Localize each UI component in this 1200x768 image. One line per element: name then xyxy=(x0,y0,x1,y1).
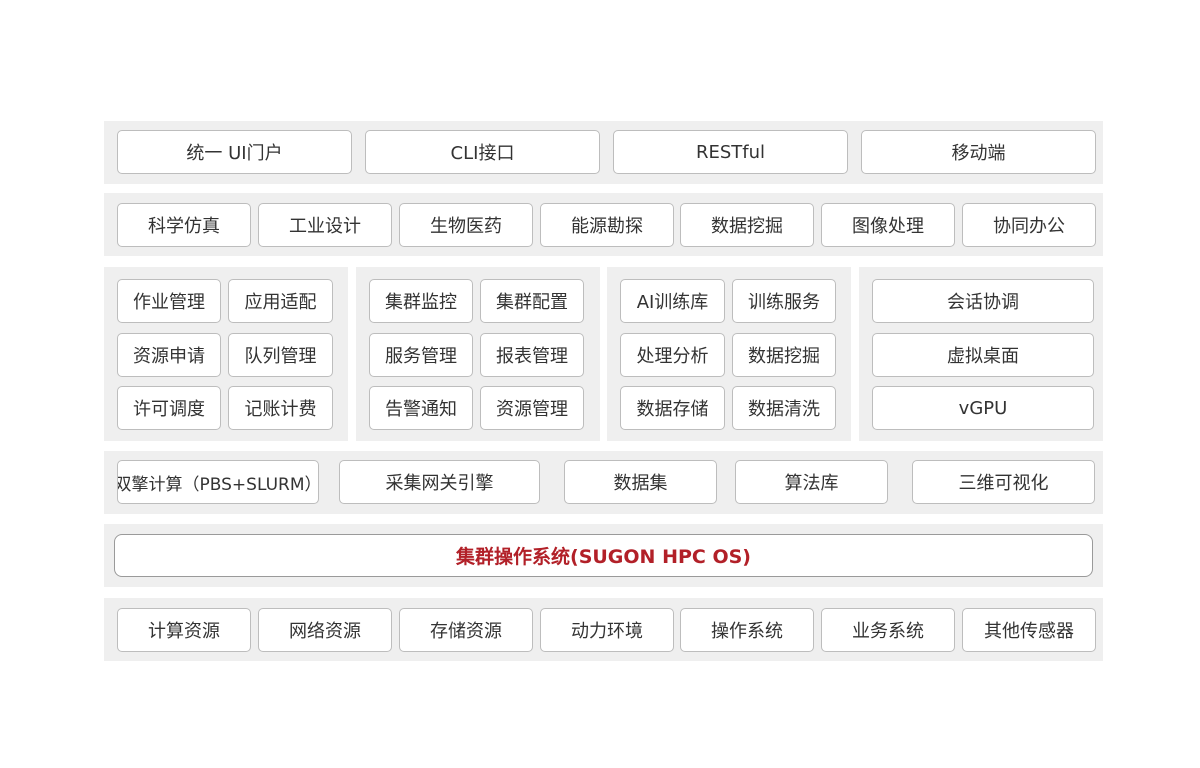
module-item: 应用适配 xyxy=(228,279,333,323)
app-item: 协同办公 xyxy=(962,203,1096,247)
module-item: 服务管理 xyxy=(369,333,473,377)
app-item: 数据挖掘 xyxy=(680,203,814,247)
module-item: 训练服务 xyxy=(732,279,836,323)
module-item: 数据清洗 xyxy=(732,386,836,430)
app-item: 能源勘探 xyxy=(540,203,674,247)
engine-item: 双擎计算（PBS+SLURM） xyxy=(117,460,319,504)
module-item: 作业管理 xyxy=(117,279,221,323)
infra-item: 计算资源 xyxy=(117,608,251,652)
module-item: 数据存储 xyxy=(620,386,725,430)
portal-unified-ui: 统一 UI门户 xyxy=(117,130,352,174)
module-item: 虚拟桌面 xyxy=(872,333,1094,377)
portal-cli: CLI接口 xyxy=(365,130,600,174)
core-os-label: 集群操作系统(SUGON HPC OS) xyxy=(456,546,751,568)
infra-item: 动力环境 xyxy=(540,608,674,652)
module-item: 集群监控 xyxy=(369,279,473,323)
infra-item: 操作系统 xyxy=(680,608,814,652)
module-item: 资源申请 xyxy=(117,333,221,377)
portal-restful: RESTful xyxy=(613,130,848,174)
module-item: 告警通知 xyxy=(369,386,473,430)
app-item: 科学仿真 xyxy=(117,203,251,247)
module-item: 资源管理 xyxy=(480,386,584,430)
infra-item: 其他传感器 xyxy=(962,608,1096,652)
engine-item: 三维可视化 xyxy=(912,460,1095,504)
engine-item: 算法库 xyxy=(735,460,888,504)
module-item: 处理分析 xyxy=(620,333,725,377)
infra-item: 业务系统 xyxy=(821,608,955,652)
app-item: 工业设计 xyxy=(258,203,392,247)
module-item: AI训练库 xyxy=(620,279,725,323)
module-item: 记账计费 xyxy=(228,386,333,430)
engine-item: 数据集 xyxy=(564,460,717,504)
module-item: vGPU xyxy=(872,386,1094,430)
module-item: 许可调度 xyxy=(117,386,221,430)
portal-mobile: 移动端 xyxy=(861,130,1096,174)
module-item: 报表管理 xyxy=(480,333,584,377)
engine-item: 采集网关引擎 xyxy=(339,460,540,504)
module-item: 队列管理 xyxy=(228,333,333,377)
module-item: 会话协调 xyxy=(872,279,1094,323)
module-item: 集群配置 xyxy=(480,279,584,323)
module-item: 数据挖掘 xyxy=(732,333,836,377)
infra-item: 网络资源 xyxy=(258,608,392,652)
infra-item: 存储资源 xyxy=(399,608,533,652)
app-item: 生物医药 xyxy=(399,203,533,247)
core-os-box: 集群操作系统(SUGON HPC OS) xyxy=(114,534,1093,577)
app-item: 图像处理 xyxy=(821,203,955,247)
